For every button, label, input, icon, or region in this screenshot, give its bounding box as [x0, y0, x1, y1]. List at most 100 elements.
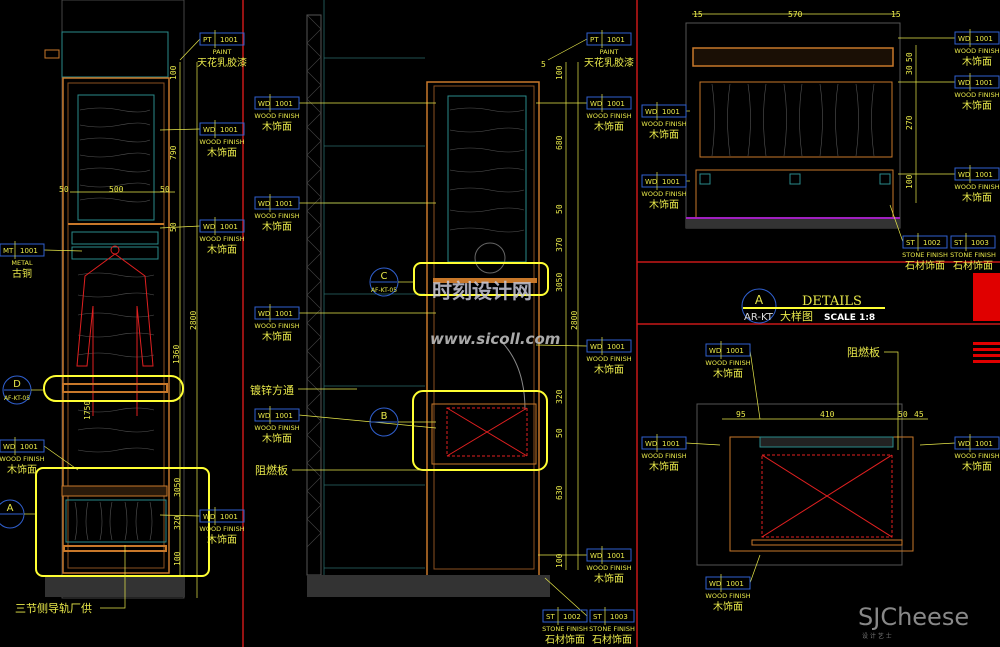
tag-box [0, 243, 45, 257]
dimension: 2800 [570, 311, 579, 330]
tag-number: 1001 [220, 223, 238, 231]
tag-english: STONE FINISH [950, 251, 996, 259]
tag-box [641, 174, 687, 188]
tag-box [586, 32, 632, 46]
tag-english: WOOD FINISH [954, 452, 999, 460]
tag-box [954, 167, 1000, 181]
tag-code: WD [203, 126, 215, 134]
title-block: A AR-KT DETAILS 大样图 SCALE 1:8 [741, 273, 1000, 363]
tag-number: 1001 [607, 100, 625, 108]
notes: 三节侧导轨厂供 镀锌方通 阻燃板 阻燃板 [15, 345, 899, 615]
dimensions: 100 790 50 500 50 50 2800 1360 1750 3050… [59, 10, 924, 568]
tag-code: WD [645, 108, 657, 116]
tag-box [902, 235, 948, 249]
dimension: 95 [736, 410, 746, 419]
logo-mark [973, 273, 1000, 321]
tag-number: 1001 [975, 440, 993, 448]
tag-code: WD [258, 200, 270, 208]
section-marker-b[interactable]: B [369, 407, 436, 437]
hanger-icon [76, 245, 154, 416]
title-cn: 大样图 [780, 309, 813, 323]
dimension: 1750 [83, 401, 92, 420]
left-elevation [44, 0, 198, 599]
tag-code: WD [590, 100, 602, 108]
tag-code: WD [645, 440, 657, 448]
tag-box [586, 548, 632, 562]
note-galvanized-tube: 镀锌方通 [250, 383, 294, 397]
tag-box [199, 32, 245, 46]
leader-line [749, 554, 761, 584]
tag-number: 1001 [726, 347, 744, 355]
tag-box [705, 343, 751, 357]
dimension: 370 [555, 237, 564, 252]
tag-chinese: 木饰面 [207, 146, 237, 159]
leader-line [547, 38, 588, 61]
tag-english: WOOD FINISH [254, 424, 299, 432]
tag-number: 1001 [275, 310, 293, 318]
dimension: 3050 [173, 478, 182, 497]
tag-chinese: 石材饰面 [545, 633, 585, 646]
tag-code: WD [958, 35, 970, 43]
tag-box [254, 306, 300, 320]
tag-code: WD [258, 412, 270, 420]
dimension: 270 [905, 115, 914, 130]
logo-icon [973, 342, 1000, 363]
section-marker-c[interactable]: CAF-KT-05 [369, 267, 414, 297]
tag-chinese: 天花乳胶漆 [584, 56, 634, 69]
dimension: 100 [173, 551, 182, 566]
leader-line [298, 414, 437, 429]
dimension: 500 [109, 185, 124, 194]
tag-box [0, 439, 45, 453]
right-bottom-detail [696, 403, 928, 566]
tag-number: 1002 [923, 239, 941, 247]
section-marker-a[interactable]: A [0, 499, 36, 529]
leader-line [919, 442, 956, 446]
tag-chinese: 天花乳胶漆 [197, 56, 247, 69]
dimension: 1360 [172, 345, 181, 364]
tag-code: WD [3, 443, 15, 451]
tag-box [954, 75, 1000, 89]
leader-line [535, 344, 588, 347]
tag-box [950, 235, 996, 249]
tag-code: ST [593, 613, 602, 621]
watermark-brand: SJCheese [858, 603, 969, 631]
tag-number: 1001 [662, 178, 680, 186]
tag-box [542, 609, 588, 623]
tag-english: WOOD FINISH [254, 322, 299, 330]
section-marker-d[interactable]: DAF-KT-05 [2, 375, 44, 405]
note-fire-board: 阻燃板 [847, 345, 880, 359]
dimension: 50 [59, 185, 69, 194]
tag-english: STONE FINISH [589, 625, 635, 633]
leader-line [749, 349, 761, 420]
dimension: 15 [891, 10, 901, 19]
tag-box [954, 436, 1000, 450]
tag-chinese: 木饰面 [649, 198, 679, 211]
dimension: 50 [160, 185, 170, 194]
tag-number: 1001 [20, 443, 38, 451]
tag-code: WD [203, 513, 215, 521]
tag-english: WOOD FINISH [954, 91, 999, 99]
tag-chinese: 木饰面 [713, 600, 743, 613]
tag-english: WOOD FINISH [641, 190, 686, 198]
tag-number: 1001 [975, 35, 993, 43]
tag-english: WOOD FINISH [0, 455, 45, 463]
tag-number: 1001 [607, 552, 625, 560]
tag-chinese: 石材饰面 [905, 259, 945, 272]
tag-box [954, 31, 1000, 45]
title-letter: A [755, 293, 764, 307]
tag-code: WD [709, 580, 721, 588]
tag-box [199, 122, 245, 136]
tag-code: PT [590, 36, 599, 44]
tag-english: WOOD FINISH [586, 355, 631, 363]
tag-number: 1001 [607, 36, 625, 44]
